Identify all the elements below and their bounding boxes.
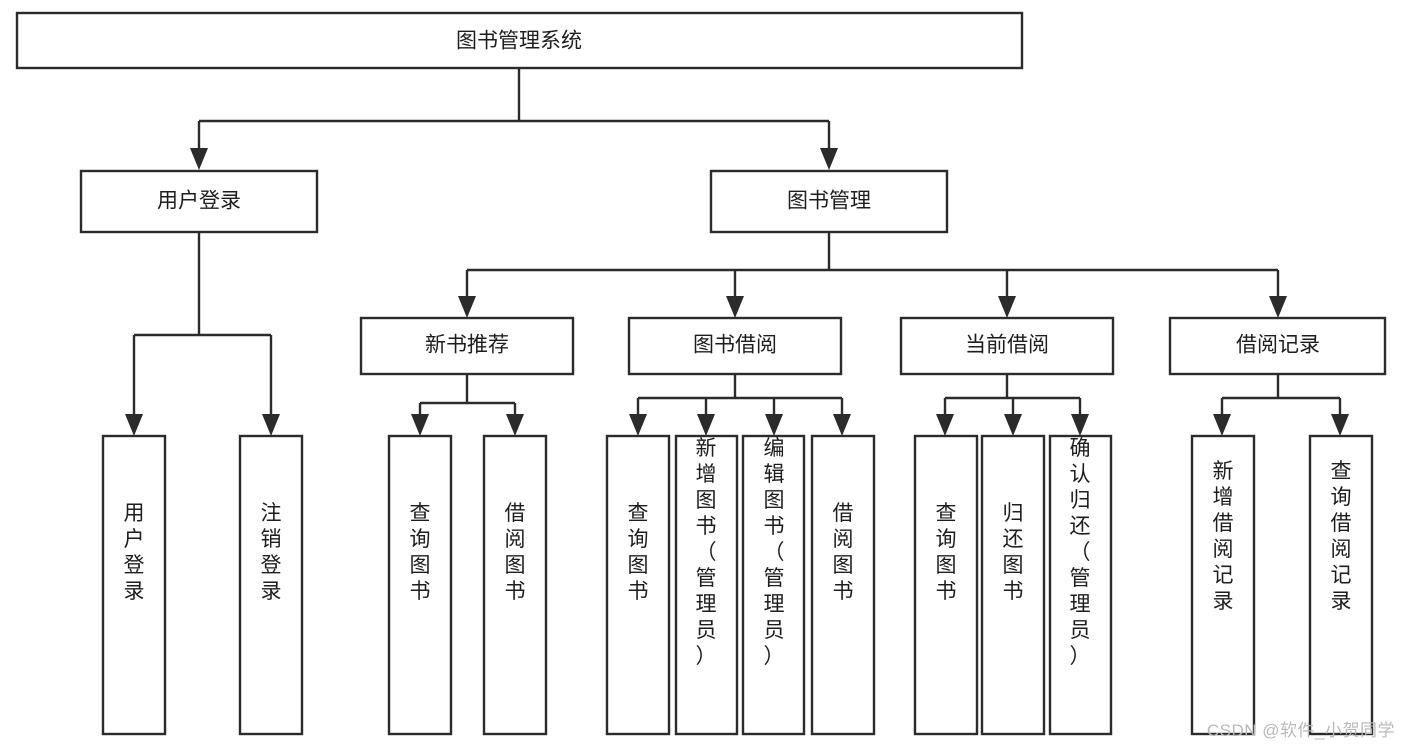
- node-user-login[interactable]: 用户登录: [79, 169, 319, 234]
- leaf-book-borrow-edit-book[interactable]: 编辑图书（管理员）: [741, 434, 806, 736]
- node-user-login-label: 用户登录: [157, 190, 241, 213]
- connector-bookborrow-to-leaves: [629, 374, 851, 436]
- leaf-current-borrow-return-book[interactable]: 归还图书: [980, 434, 1046, 736]
- node-current-borrow-label: 当前借阅: [965, 334, 1049, 357]
- leaf-current-borrow-query-book-label: 查询图书: [936, 502, 957, 603]
- connector-root-to-level2: [190, 68, 838, 170]
- node-root-book-management-system[interactable]: 图书管理系统: [15, 11, 1024, 70]
- leaf-borrow-record-query-record-label: 查询借阅记录: [1331, 460, 1352, 613]
- connector-newbook-to-leaves: [411, 374, 524, 436]
- connector-bookmgmt-to-level3: [458, 232, 1287, 318]
- leaf-new-book-query-book-label: 查询图书: [410, 502, 431, 603]
- node-current-borrow[interactable]: 当前借阅: [899, 316, 1115, 376]
- leaf-book-borrow-query-book[interactable]: 查询图书: [605, 434, 671, 736]
- node-book-management-label: 图书管理: [787, 190, 871, 213]
- node-new-book-recommend-label: 新书推荐: [425, 334, 509, 357]
- connector-currentborrow-to-leaves: [936, 374, 1089, 436]
- node-borrow-record[interactable]: 借阅记录: [1168, 316, 1387, 376]
- leaf-user-login-login-label: 用户登录: [124, 502, 145, 603]
- leaf-book-borrow-borrow-book[interactable]: 借阅图书: [810, 434, 876, 736]
- leaf-current-borrow-return-book-label: 归还图书: [1003, 502, 1024, 603]
- leaf-current-borrow-confirm-return[interactable]: 确认归还（管理员）: [1048, 434, 1113, 736]
- node-book-borrow[interactable]: 图书借阅: [627, 316, 843, 376]
- connector-userlogin-to-leaves: [125, 232, 280, 436]
- leaf-book-borrow-query-book-label: 查询图书: [628, 502, 649, 603]
- node-book-management[interactable]: 图书管理: [709, 169, 949, 234]
- leaf-borrow-record-add-record[interactable]: 新增借阅记录: [1190, 434, 1256, 736]
- connector-borrowrecord-to-leaves: [1213, 374, 1349, 436]
- leaf-user-login-logout-label: 注销登录: [261, 502, 282, 603]
- node-root-label: 图书管理系统: [456, 30, 582, 53]
- leaf-new-book-query-book[interactable]: 查询图书: [387, 434, 453, 736]
- leaf-book-borrow-add-book[interactable]: 新增图书（管理员）: [674, 434, 739, 736]
- leaf-borrow-record-add-record-label: 新增借阅记录: [1213, 460, 1234, 613]
- leaf-borrow-record-query-record[interactable]: 查询借阅记录: [1308, 434, 1374, 736]
- leaf-new-book-borrow-book[interactable]: 借阅图书: [482, 434, 548, 736]
- node-new-book-recommend[interactable]: 新书推荐: [359, 316, 575, 376]
- leaf-book-borrow-borrow-book-label: 借阅图书: [833, 502, 854, 603]
- node-borrow-record-label: 借阅记录: [1236, 334, 1320, 357]
- leaf-current-borrow-query-book[interactable]: 查询图书: [913, 434, 979, 736]
- leaf-user-login-logout[interactable]: 注销登录: [238, 434, 304, 736]
- leaf-new-book-borrow-book-label: 借阅图书: [505, 502, 526, 603]
- leaf-current-borrow-confirm-return-label: 确认归还（管理员）: [1070, 437, 1091, 668]
- node-book-borrow-label: 图书借阅: [693, 334, 777, 357]
- leaf-user-login-login[interactable]: 用户登录: [101, 434, 167, 736]
- leaf-book-borrow-add-book-label: 新增图书（管理员）: [696, 437, 717, 668]
- leaf-book-borrow-edit-book-label: 编辑图书（管理员）: [764, 437, 785, 668]
